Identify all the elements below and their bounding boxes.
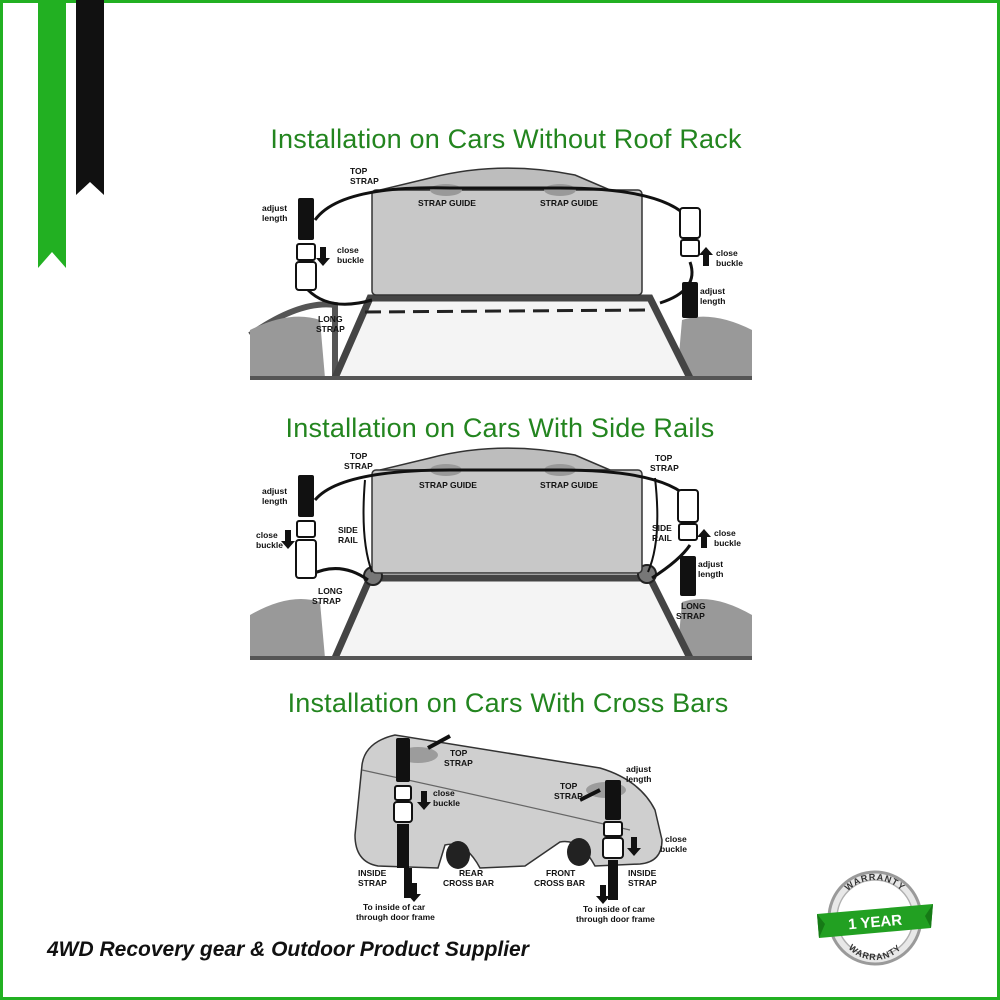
label-long-strap-2b: STRAP bbox=[676, 611, 705, 621]
label-top-3b: TOP bbox=[560, 781, 578, 791]
cross-bars-3 bbox=[446, 838, 591, 869]
label-rail-2a: RAIL bbox=[338, 535, 358, 545]
labels-2: TOP STRAP TOP STRAP adjust length close … bbox=[256, 451, 741, 621]
label-close-3b: close bbox=[665, 834, 687, 844]
label-close-1b: close bbox=[716, 248, 738, 258]
label-rail-2b: RAIL bbox=[652, 533, 672, 543]
label-front-3: FRONT bbox=[546, 868, 576, 878]
label-top-2b: TOP bbox=[655, 453, 673, 463]
label-door-frame-3a: through door frame bbox=[356, 912, 435, 922]
label-adjust-2a: adjust bbox=[262, 486, 287, 496]
label-strap-guide-1b: STRAP GUIDE bbox=[540, 198, 598, 208]
label-buckle-1a: buckle bbox=[337, 255, 364, 265]
label-long-2a: LONG bbox=[318, 586, 343, 596]
label-strap-3b: STRAP bbox=[554, 791, 583, 801]
label-door-3a: To inside of car bbox=[363, 902, 426, 912]
cargo-bag-2 bbox=[371, 447, 643, 574]
label-adjust-3: adjust bbox=[626, 764, 651, 774]
label-strap-3a: STRAP bbox=[444, 758, 473, 768]
label-inside-strap-3a: STRAP bbox=[358, 878, 387, 888]
label-side-2b: SIDE bbox=[652, 523, 672, 533]
label-length-3: length bbox=[626, 774, 652, 784]
labels-3: TOP STRAP TOP STRAP adjust length close … bbox=[356, 748, 687, 924]
title-with-cross-bars: Installation on Cars With Cross Bars bbox=[287, 688, 729, 718]
label-side-2a: SIDE bbox=[338, 525, 358, 535]
label-length-2a: length bbox=[262, 496, 288, 506]
label-adjust-2b: adjust bbox=[698, 559, 723, 569]
label-top-2a: TOP bbox=[350, 451, 368, 461]
label-inside-3a: INSIDE bbox=[358, 868, 387, 878]
straps-3 bbox=[393, 734, 641, 904]
label-length-1a: length bbox=[262, 213, 288, 223]
label-inside-strap-3b: STRAP bbox=[628, 878, 657, 888]
bookmark-ribbon-icon bbox=[38, 0, 104, 268]
title-with-side-rails: Installation on Cars With Side Rails bbox=[285, 413, 715, 443]
label-long-2b: LONG bbox=[681, 601, 706, 611]
cargo-bag-1 bbox=[371, 167, 643, 296]
straps-2 bbox=[281, 468, 711, 596]
label-strap-guide-1a: STRAP GUIDE bbox=[418, 198, 476, 208]
label-inside-3b: INSIDE bbox=[628, 868, 657, 878]
label-buckle-3b: buckle bbox=[660, 844, 687, 854]
label-door-3b: To inside of car bbox=[583, 904, 646, 914]
label-buckle-3a: buckle bbox=[433, 798, 460, 808]
label-close-3a: close bbox=[433, 788, 455, 798]
label-long-strap-1: STRAP bbox=[316, 324, 345, 334]
car-roof-1 bbox=[248, 294, 752, 380]
warranty-badge-icon: WARRANTY WARRANTY 1 YEAR bbox=[817, 870, 933, 966]
label-strap-2a: STRAP bbox=[344, 461, 373, 471]
straps-1 bbox=[295, 186, 713, 318]
label-buckle-2a: buckle bbox=[256, 540, 283, 550]
label-buckle-2b: buckle bbox=[714, 538, 741, 548]
label-adjust-1b: adjust bbox=[700, 286, 725, 296]
label-rear-cross-bar-3: CROSS BAR bbox=[443, 878, 494, 888]
label-door-frame-3b: through door frame bbox=[576, 914, 655, 924]
label-close-2b: close bbox=[714, 528, 736, 538]
label-top-1: TOP bbox=[350, 166, 368, 176]
label-strap-guide-2b: STRAP GUIDE bbox=[540, 480, 598, 490]
label-close-1a: close bbox=[337, 245, 359, 255]
label-long-strap-2a: STRAP bbox=[312, 596, 341, 606]
label-strap-1: STRAP bbox=[350, 176, 379, 186]
car-roof-2 bbox=[250, 564, 752, 660]
label-top-3a: TOP bbox=[450, 748, 468, 758]
label-close-2a: close bbox=[256, 530, 278, 540]
label-length-2b: length bbox=[698, 569, 724, 579]
label-adjust-1a: adjust bbox=[262, 203, 287, 213]
label-front-cross-bar-3: CROSS BAR bbox=[534, 878, 585, 888]
label-strap-guide-2a: STRAP GUIDE bbox=[419, 480, 477, 490]
title-without-roof-rack: Installation on Cars Without Roof Rack bbox=[270, 124, 742, 154]
labels-1: TOP STRAP adjust length close buckle LON… bbox=[262, 166, 743, 334]
footer-tagline: 4WD Recovery gear & Outdoor Product Supp… bbox=[47, 938, 529, 961]
badge-main-text: 1 YEAR bbox=[848, 912, 903, 934]
label-rear-3: REAR bbox=[459, 868, 483, 878]
label-long-1: LONG bbox=[318, 314, 343, 324]
label-strap-2b: STRAP bbox=[650, 463, 679, 473]
label-length-1b: length bbox=[700, 296, 726, 306]
label-buckle-1b: buckle bbox=[716, 258, 743, 268]
